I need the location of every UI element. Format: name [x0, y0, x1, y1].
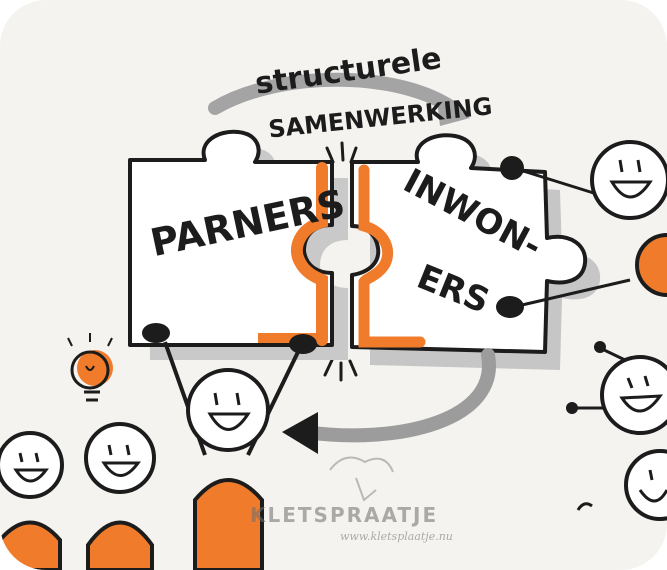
right-puzzle-piece-icon — [350, 133, 588, 354]
holding-hands — [142, 156, 524, 354]
lightbulb-icon — [67, 333, 113, 402]
left-puzzle-piece-icon — [128, 129, 334, 347]
right-piece-orange-edge — [358, 164, 426, 348]
right-people-group — [519, 140, 667, 521]
central-person-icon — [163, 341, 300, 570]
watermark-brand: KLETSPRAATJE — [250, 503, 438, 527]
bottom-arrow-head-icon — [282, 412, 318, 454]
left-people-group — [0, 422, 156, 570]
left-piece-orange-edge — [291, 162, 328, 346]
kletspraatje-watermark: KLETSPRAATJE www.kletsplaatje.nu — [250, 456, 453, 543]
bottom-curved-arrow-icon — [298, 348, 496, 443]
top-curved-arrow-icon — [208, 72, 462, 117]
top-arrow-head-icon — [436, 92, 470, 126]
watermark-url: www.kletsplaatje.nu — [340, 530, 453, 543]
emphasis-strokes — [323, 141, 358, 382]
